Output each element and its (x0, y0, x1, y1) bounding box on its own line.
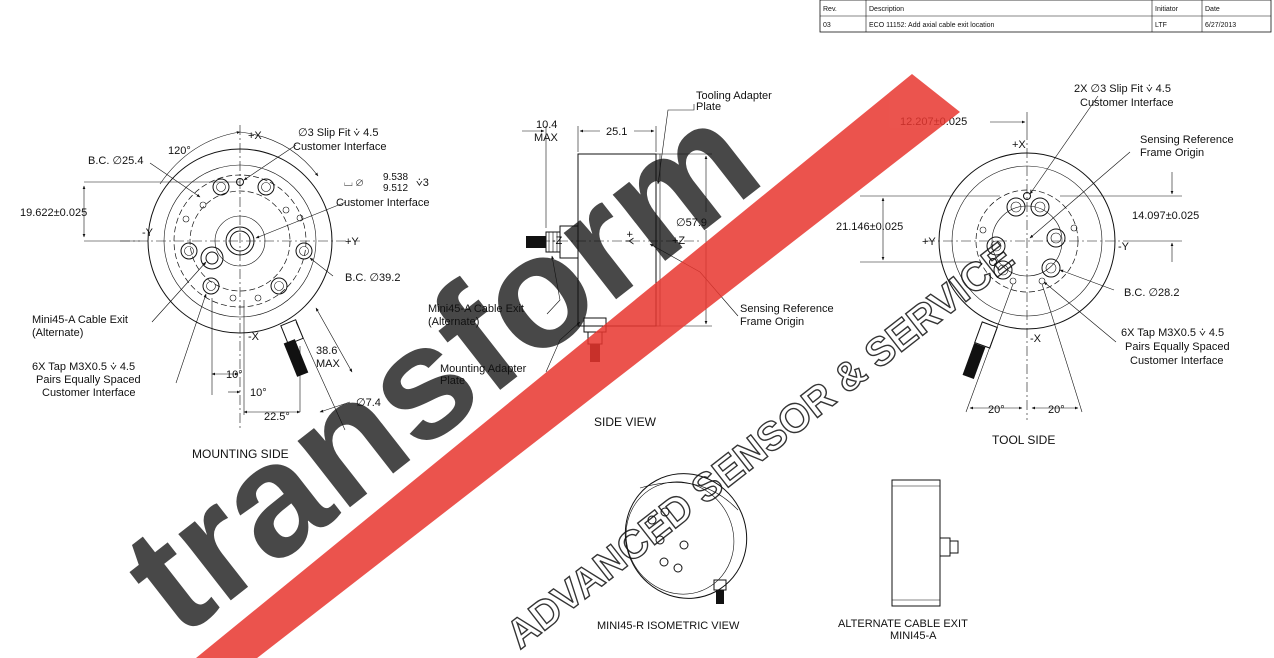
mount-bore-depth: ⩒3 (416, 177, 429, 189)
side-dim-104: 10.4 (536, 119, 557, 131)
mount-minus-x: -X (248, 331, 260, 343)
tool-dim-14097: 14.097±0.025 (1132, 210, 1199, 222)
side-dim-251: 25.1 (606, 126, 627, 138)
side-cable-exit-label: Mini45-A Cable Exit (428, 303, 524, 315)
rev-cell-initiator: LTF (1155, 22, 1167, 29)
tool-dim-21146: 21.146±0.025 (836, 221, 903, 233)
side-dim-579: ∅57.9 (676, 217, 707, 229)
mount-bore-iface: Customer Interface (336, 197, 430, 209)
mount-dim-74: ∅7.4 (356, 397, 381, 409)
side-mount-plate-label: Mounting Adapter (440, 363, 527, 375)
mount-tap-iface: Customer Interface (42, 387, 136, 399)
tool-slip-label: 2X ∅3 Slip Fit ⩒ 4.5 (1074, 83, 1171, 95)
side-mount-plate-sub: Plate (440, 375, 465, 387)
tool-angle-20a: 20° (988, 404, 1005, 416)
mount-dim-386: 38.6 (316, 345, 337, 357)
mount-bore-upper: 9.538 (383, 172, 408, 183)
mount-cable-exit-alt: (Alternate) (32, 327, 83, 339)
watermark-brand: transform (91, 66, 790, 658)
tool-srf-label: Sensing Reference (1140, 134, 1234, 146)
rev-cell-description: ECO 11152: Add axial cable exit location (869, 22, 995, 29)
tool-srf-sub: Frame Origin (1140, 147, 1204, 159)
side-srf-sub: Frame Origin (740, 316, 804, 328)
rev-header-description: Description (869, 6, 904, 13)
side-y-marker: +Y (623, 231, 635, 245)
rev-header-rev: Rev. (823, 6, 837, 13)
tool-minus-y: -Y (1118, 241, 1130, 253)
tool-tap-iface: Customer Interface (1130, 355, 1224, 367)
revision-table: Rev. Description Initiator Date 03 ECO 1… (819, 0, 1272, 33)
tool-tap-label: 6X Tap M3X0.5 ⩒ 4.5 (1121, 327, 1224, 339)
tool-plus-x: +X (1012, 139, 1026, 151)
alt-exit-subtitle: MINI45-A (890, 630, 937, 642)
side-minus-z: -Z (552, 235, 563, 247)
rev-header-initiator: Initiator (1155, 6, 1179, 13)
iso-view-title: MINI45-R ISOMETRIC VIEW (597, 620, 740, 632)
tool-plus-y: +Y (922, 236, 936, 248)
mounting-side-view: B.C. ∅25.4 120° 19.622±0.025 ∅3 Slip Fit… (20, 125, 430, 461)
mount-minus-y: -Y (142, 227, 154, 239)
mount-angle-120: 120° (168, 145, 191, 157)
mount-tap-label: 6X Tap M3X0.5 ⩒ 4.5 (32, 361, 135, 373)
mount-bc-392: B.C. ∅39.2 (345, 272, 400, 284)
side-tool-plate-label: Tooling Adapter (696, 90, 772, 102)
tool-minus-x: -X (1030, 333, 1042, 345)
tool-slip-iface: Customer Interface (1080, 97, 1174, 109)
mount-holes (180, 178, 313, 302)
mount-angle-225: 22.5° (264, 411, 290, 423)
mount-angle-10b: 10° (250, 387, 267, 399)
alternate-exit-view: ALTERNATE CABLE EXIT MINI45-A (838, 479, 968, 642)
mount-plus-x: +X (248, 130, 262, 142)
mount-bc-outer-label: B.C. ∅25.4 (88, 155, 143, 167)
side-cable-exit-alt: (Alternate) (428, 316, 479, 328)
side-srf-label: Sensing Reference (740, 303, 834, 315)
mount-angle-10a: 10° (226, 369, 243, 381)
tool-tap-pairs: Pairs Equally Spaced (1125, 341, 1230, 353)
mount-dim-386-max: MAX (316, 358, 341, 370)
rev-cell-rev: 03 (823, 22, 831, 29)
alt-exit-title: ALTERNATE CABLE EXIT (838, 618, 968, 630)
mount-cable-exit-label: Mini45-A Cable Exit (32, 314, 128, 326)
isometric-view: MINI45-R ISOMETRIC VIEW (597, 473, 748, 632)
side-dim-104-max: MAX (534, 132, 559, 144)
side-tool-plate-sub: Plate (696, 101, 721, 113)
mount-slip-fit-label: ∅3 Slip Fit ⩒ 4.5 (298, 127, 378, 139)
mount-slip-fit-iface: Customer Interface (293, 141, 387, 153)
mount-dim-19622: 19.622±0.025 (20, 207, 87, 219)
side-plus-z: +Z (672, 235, 685, 247)
mount-bore-prefix: ⌴ ∅ (344, 177, 363, 189)
mount-view-title: MOUNTING SIDE (192, 447, 289, 461)
side-view-title: SIDE VIEW (594, 415, 657, 429)
tool-bc-282: B.C. ∅28.2 (1124, 287, 1179, 299)
tool-cable-exit (962, 321, 998, 380)
tool-angle-20b: 20° (1048, 404, 1065, 416)
tool-view-title: TOOL SIDE (992, 433, 1055, 447)
rev-cell-date: 6/27/2013 (1205, 22, 1236, 29)
mount-plus-y: +Y (345, 236, 359, 248)
mount-bore-lower: 9.512 (383, 183, 408, 194)
watermark-red-band (196, 74, 960, 658)
mount-tap-pairs: Pairs Equally Spaced (36, 374, 141, 386)
rev-header-date: Date (1205, 6, 1220, 13)
watermark: transform ADVANCED SENSOR & SERVICE (91, 66, 1022, 658)
